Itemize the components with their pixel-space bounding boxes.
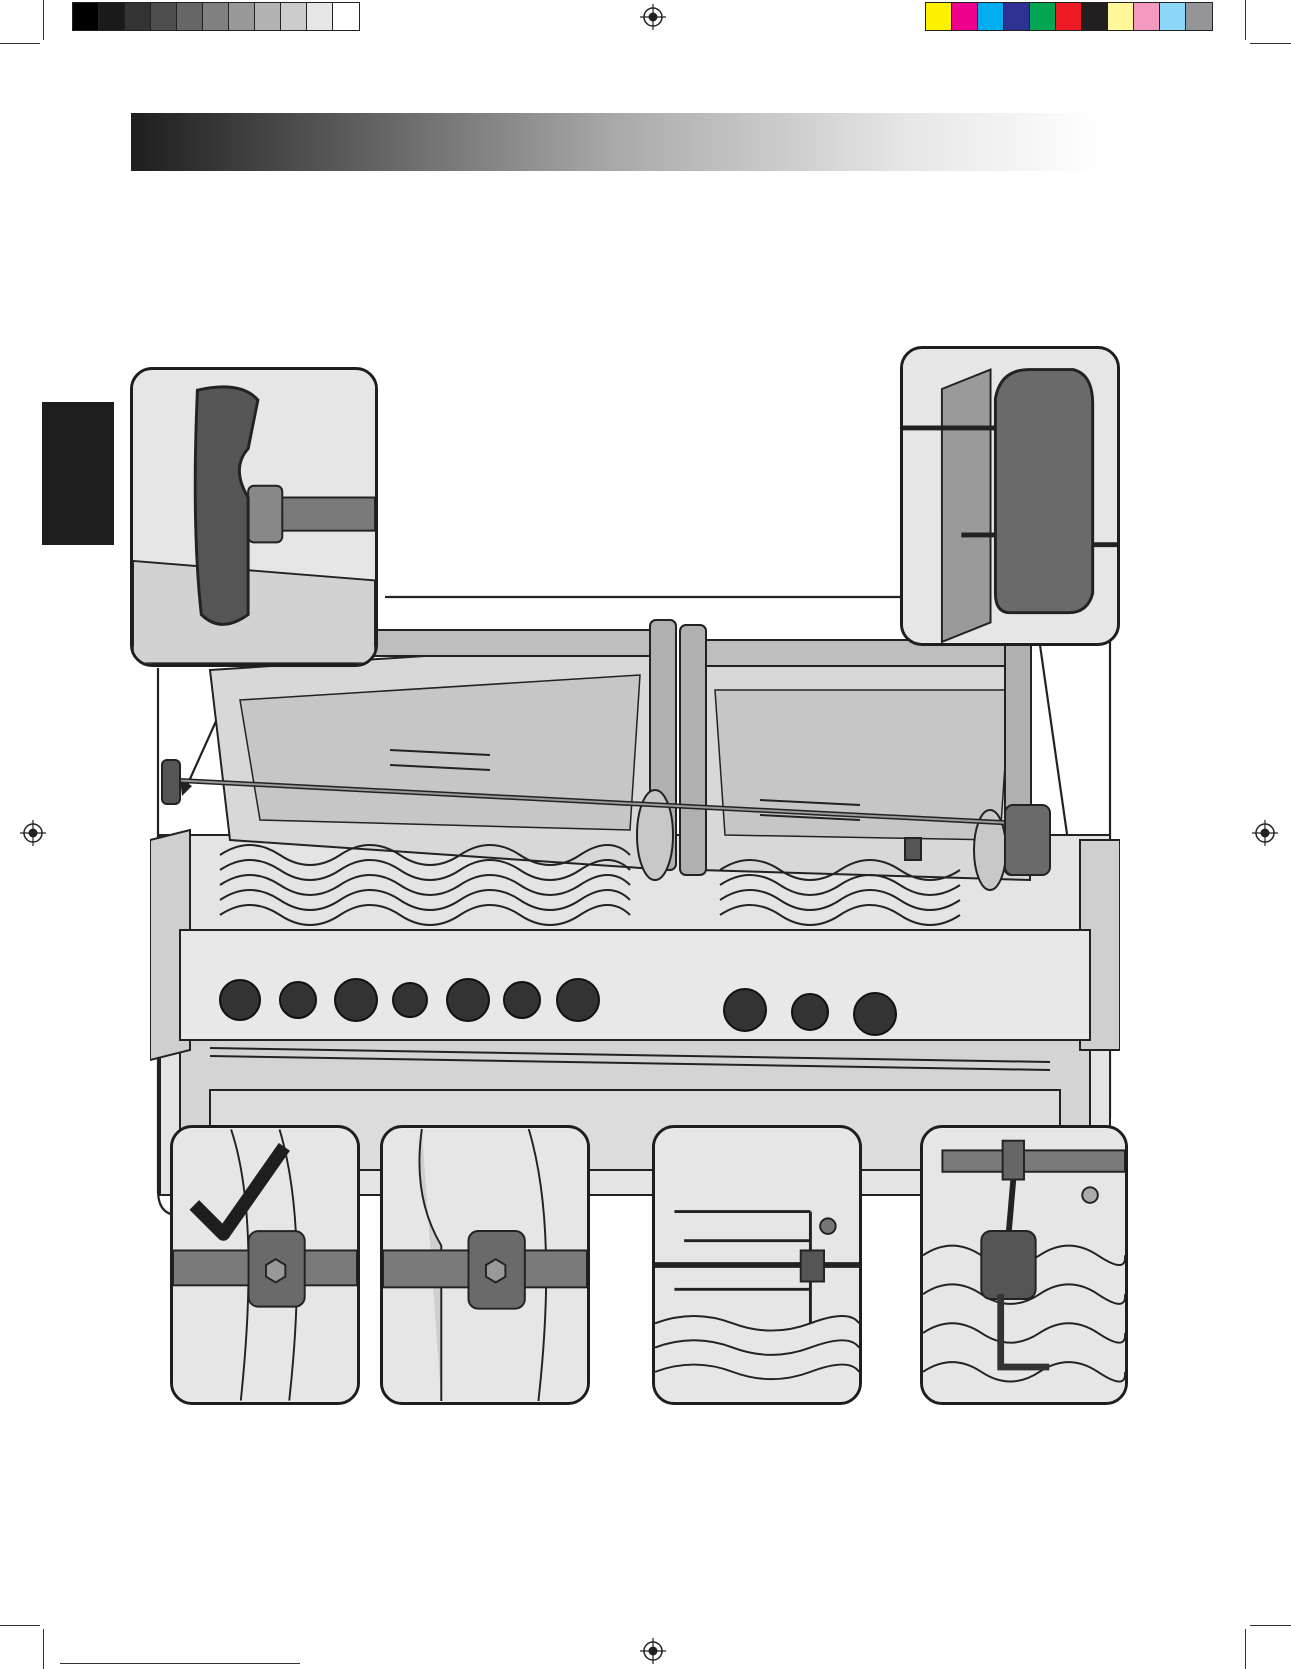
forks-illustration: [655, 1128, 859, 1402]
callout-collar-alternate: [380, 1125, 590, 1405]
callout-rotisserie-motor: [900, 346, 1120, 646]
rotisserie-motor-illustration: [903, 349, 1117, 643]
callout-counterbalance: [920, 1125, 1128, 1405]
callout-collar-correct: [170, 1125, 360, 1405]
grill-illustration: [150, 580, 1120, 1220]
collar-correct-illustration: [173, 1128, 357, 1402]
collar-alternate-illustration: [383, 1128, 587, 1402]
rotisserie-handle-illustration: [133, 370, 375, 664]
callout-forks-on-spit: [652, 1125, 862, 1405]
callout-rotisserie-handle: [130, 367, 378, 667]
counterbalance-illustration: [923, 1128, 1125, 1402]
